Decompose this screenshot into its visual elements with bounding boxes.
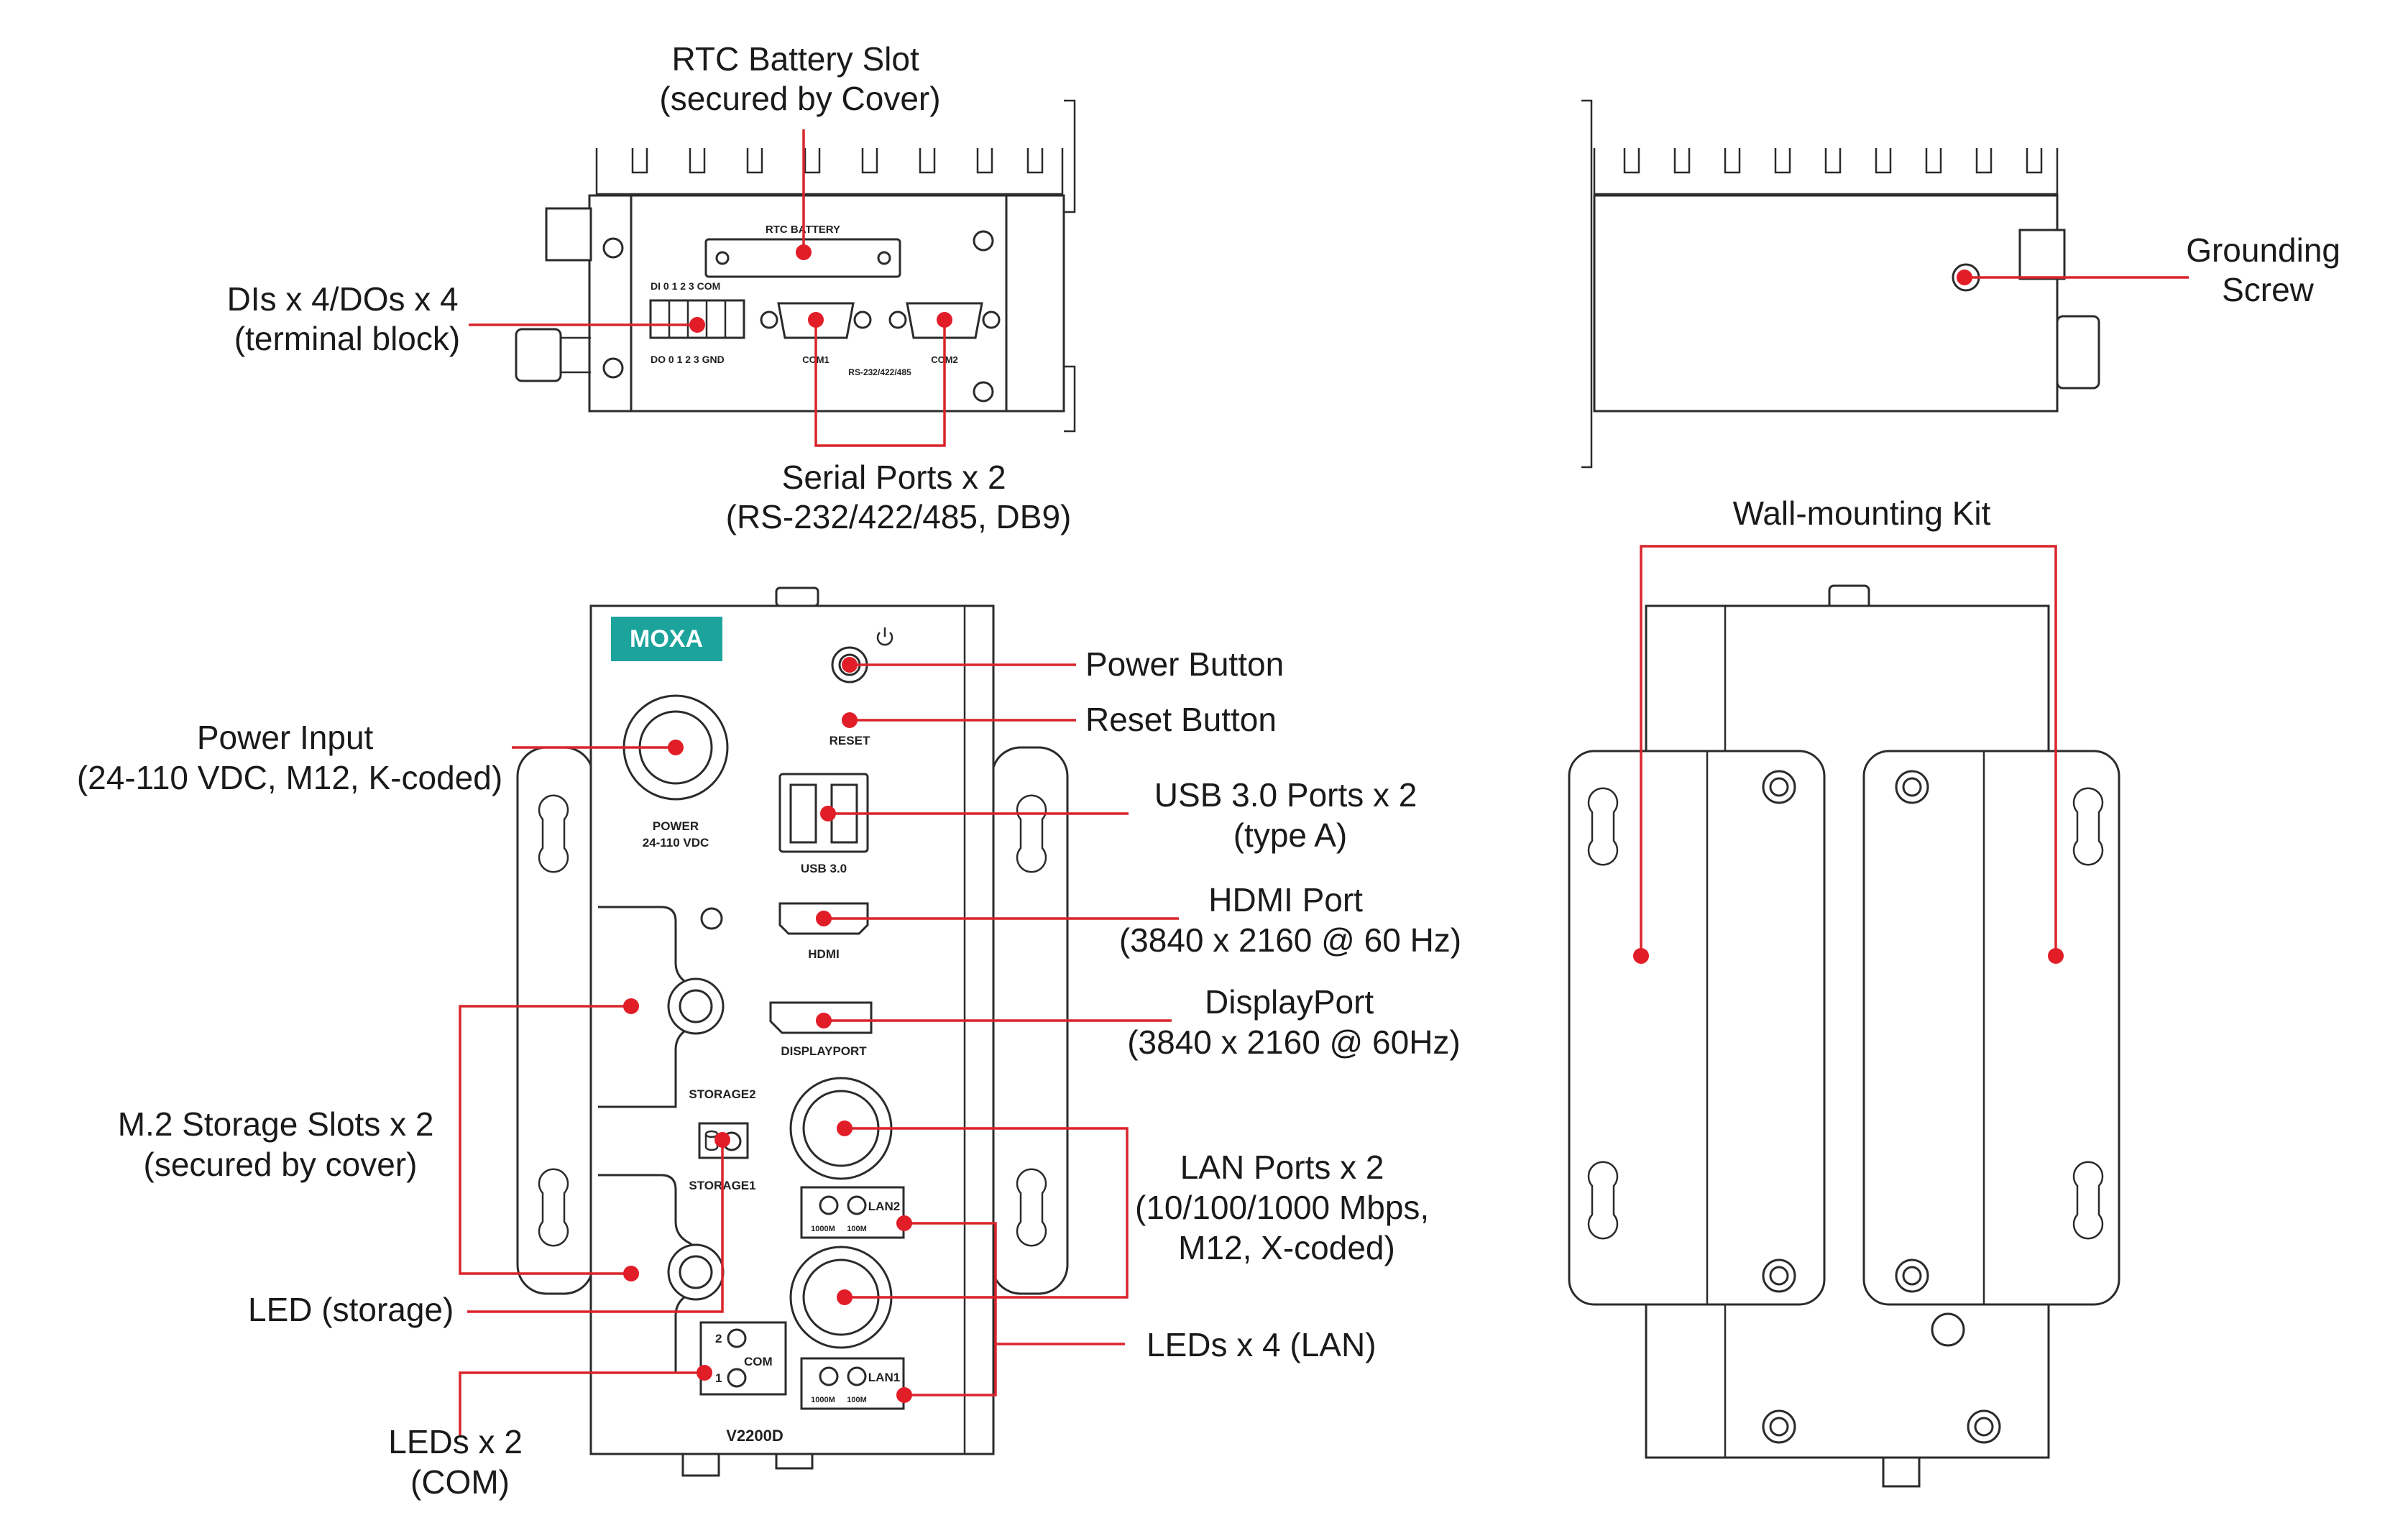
- grounding-screw-label: Grounding Screw: [2186, 231, 2350, 308]
- lan1-1000m-text: 1000M: [811, 1396, 835, 1404]
- callout-dot: [796, 244, 812, 260]
- rear-view: [1568, 584, 2120, 1488]
- lan2-1000m-text: 1000M: [811, 1225, 835, 1233]
- callout-dot: [937, 312, 952, 328]
- com-led-text: COM: [744, 1355, 773, 1368]
- callout-dot: [896, 1215, 912, 1231]
- usb-text: USB 3.0: [801, 862, 847, 875]
- callout-dot: [623, 1266, 639, 1281]
- storage2-text: STORAGE2: [689, 1087, 755, 1101]
- moxa-logo: [611, 617, 722, 661]
- callout-dot: [820, 806, 836, 821]
- lan-ports-label: LAN Ports x 2 (10/100/1000 Mbps, M12, X-…: [1135, 1149, 1438, 1266]
- side-view: [1581, 99, 2100, 469]
- do-row-text: DO 0 1 2 3 GND: [651, 354, 725, 365]
- callout-leaders: [459, 129, 2189, 1437]
- callout-dot: [689, 317, 705, 333]
- callout-dot: [816, 911, 832, 926]
- callout-dot: [623, 998, 639, 1014]
- right-wall-bracket: [1862, 750, 2120, 1306]
- hdmi-port-label: HDMI Port (3840 x 2160 @ 60 Hz): [1119, 881, 1461, 959]
- callout-dot: [1957, 270, 1972, 285]
- reset-text: RESET: [830, 734, 870, 747]
- led-storage-label: LED (storage): [248, 1291, 454, 1328]
- m2-storage-label: M.2 Storage Slots x 2 (secured by cover): [118, 1105, 444, 1183]
- wall-kit-label: Wall-mounting Kit: [1733, 494, 1991, 532]
- callout-dot: [842, 657, 858, 673]
- hdmi-text: HDMI: [808, 947, 839, 961]
- power-text: POWER: [653, 819, 699, 833]
- callout-dot: [816, 1013, 832, 1028]
- com2-led-text: 2: [715, 1332, 722, 1345]
- com1-led-text: 1: [715, 1371, 722, 1385]
- callout-dot: [668, 740, 684, 755]
- power-voltage-text: 24-110 VDC: [643, 836, 709, 850]
- leds-com-label: LEDs x 2 (COM): [388, 1423, 531, 1501]
- callout-dot: [842, 712, 858, 728]
- lan2-100m-text: 100M: [847, 1225, 867, 1233]
- rtc-battery-label: RTC Battery Slot (secured by Cover): [659, 40, 940, 117]
- power-button-label: Power Button: [1085, 645, 1284, 683]
- serial-ports-label: Serial Ports x 2 (RS-232/422/485, DB9): [726, 459, 1072, 535]
- callout-dot: [1633, 948, 1649, 964]
- brand-text: MOXA: [630, 625, 703, 653]
- callout-dot: [2048, 948, 2064, 964]
- rs-text: RS-232/422/485: [848, 367, 911, 377]
- callout-dot: [837, 1120, 853, 1136]
- lan1-100m-text: 100M: [847, 1396, 867, 1404]
- di-row-text: DI 0 1 2 3 COM: [651, 280, 720, 292]
- power-symbol-icon: [876, 627, 893, 646]
- callout-dot: [697, 1365, 712, 1381]
- model-text: V2200D: [726, 1427, 783, 1445]
- usb-ports-label: USB 3.0 Ports x 2 (type A): [1154, 776, 1426, 854]
- reset-button-label: Reset Button: [1085, 701, 1277, 738]
- leds-lan-label: LEDs x 4 (LAN): [1146, 1326, 1377, 1363]
- callout-dot: [714, 1132, 730, 1148]
- lan1-text: LAN1: [868, 1371, 900, 1384]
- dio-label: DIs x 4/DOs x 4 (terminal block): [227, 280, 468, 357]
- callout-dot: [837, 1289, 853, 1305]
- lan2-text: LAN2: [868, 1200, 900, 1213]
- callout-dot: [808, 312, 824, 328]
- left-wall-bracket: [1568, 750, 1826, 1306]
- power-input-label: Power Input (24-110 VDC, M12, K-coded): [77, 719, 502, 796]
- displayport-label: DisplayPort (3840 x 2160 @ 60Hz): [1127, 983, 1461, 1061]
- displayport-text: DISPLAYPORT: [781, 1044, 867, 1058]
- callout-labels: RTC Battery Slot (secured by Cover) DIs …: [77, 40, 2350, 1501]
- callout-dot: [896, 1387, 912, 1403]
- top-panel-view: RTC BATTERY DI 0 1 2 3 COM DO 0 1 2 3 GN…: [515, 99, 1076, 433]
